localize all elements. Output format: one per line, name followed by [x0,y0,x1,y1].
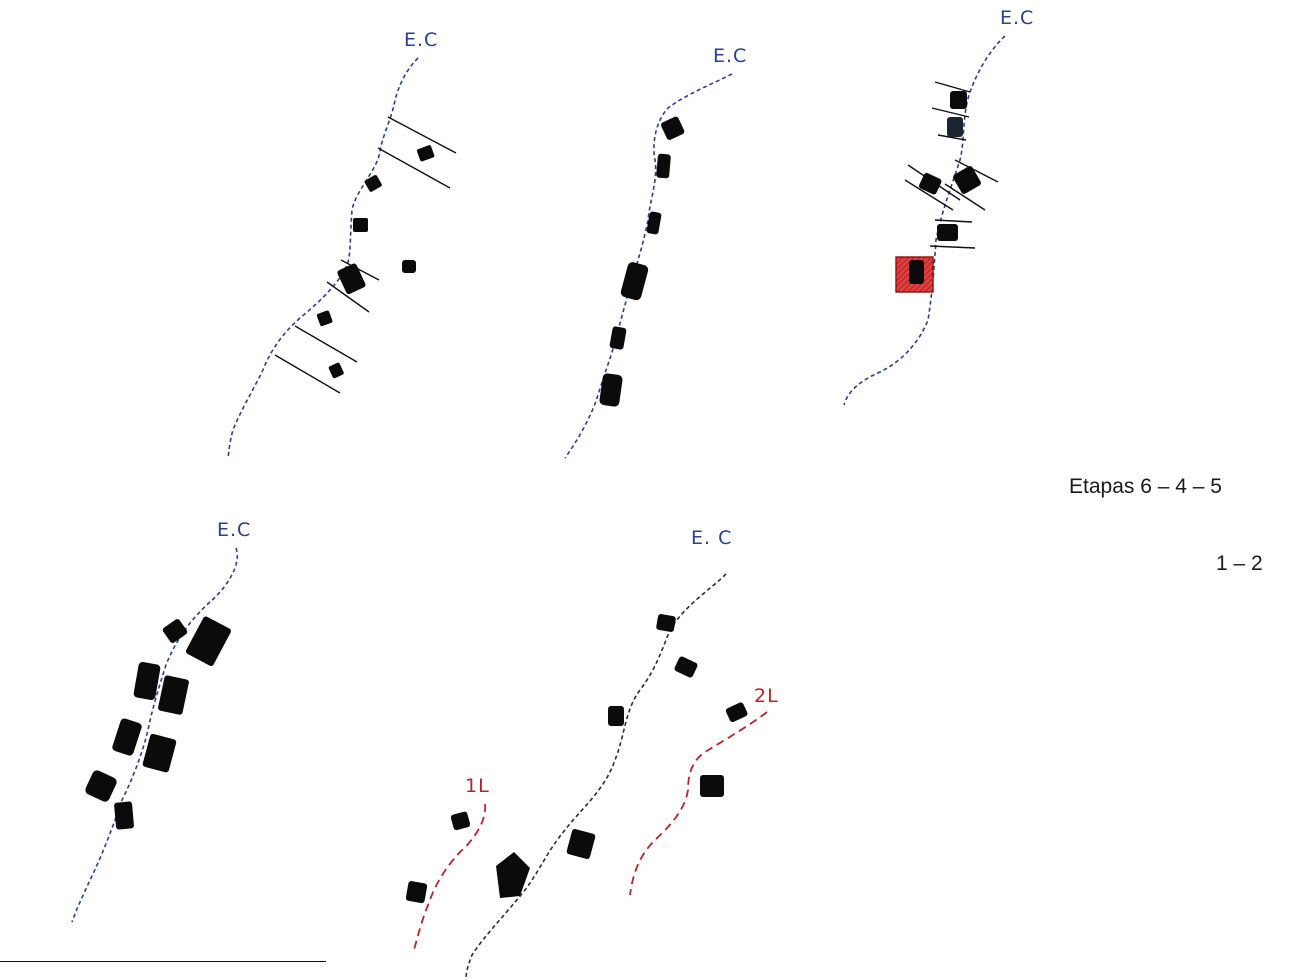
street-label: E. C [691,527,732,549]
street-label: E.C [217,519,251,541]
footnote-separator [0,961,326,962]
building-blocks [599,116,685,407]
panel-e: E. C 1L 2L [405,527,778,980]
building-blocks [405,614,748,904]
stages-caption-line-2: 1 – 2 [1216,552,1263,575]
street-path [227,57,419,459]
street-label: E.C [1000,7,1034,29]
lane-2-path [629,711,768,896]
plot-divisions [904,81,999,249]
plot-divisions [274,116,457,394]
building-blocks [85,616,231,830]
panel-c: E.C [843,7,1034,406]
stages-caption-line-1: Etapas 6 – 4 – 5 [1069,475,1222,498]
street-path [465,573,727,980]
building-blocks [919,91,981,241]
street-path [564,73,733,459]
panel-d: E.C [71,519,251,923]
panel-b: E.C [564,45,747,459]
panel-a: E.C [227,29,457,459]
street-label: E.C [713,45,747,67]
lane-label-1: 1L [465,775,490,797]
lane-1-path [413,803,486,951]
street-label: E.C [404,29,438,51]
building-blocks [316,145,435,379]
lane-label-2: 2L [754,685,779,707]
street-path [843,35,1006,406]
highlighted-building [909,260,924,284]
